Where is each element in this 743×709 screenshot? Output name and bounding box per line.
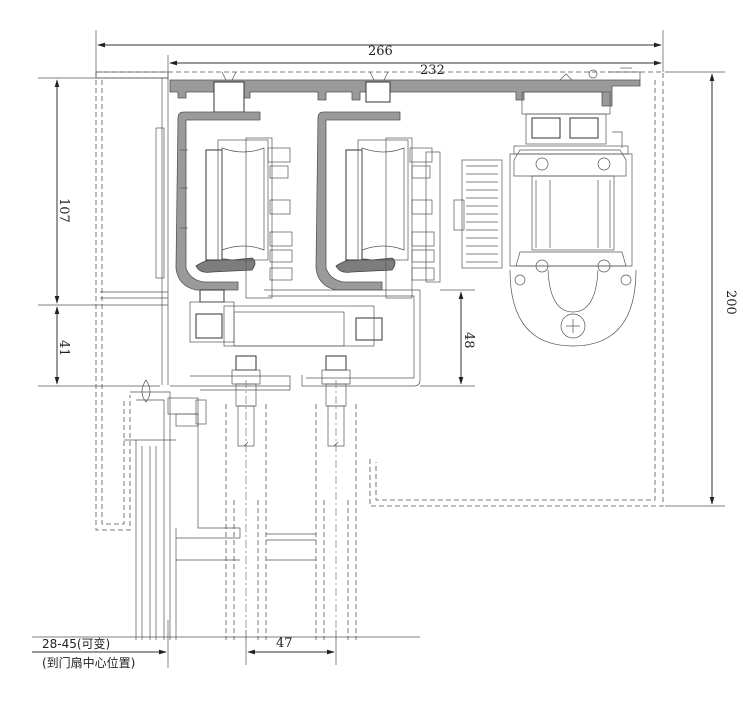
- door-leaves: [225, 380, 357, 640]
- dim-overall-width: 266: [368, 44, 393, 59]
- belt-pulley: [453, 159, 503, 269]
- dim-mid-height: 41: [56, 340, 71, 357]
- dim-total-height: 200: [723, 290, 738, 315]
- dim-carriage-drop: 48: [461, 332, 476, 349]
- top-rail-profile: [169, 67, 641, 113]
- motor-assembly: [509, 91, 637, 347]
- dim-profile-width: 232: [420, 63, 445, 78]
- dim-track-spacing: 47: [276, 636, 293, 651]
- left-fixed-frame: [124, 379, 241, 640]
- housing-outline: [95, 71, 664, 531]
- right-carriage: [315, 111, 441, 341]
- dim-upper-height: 107: [56, 198, 71, 223]
- left-carriage: [155, 111, 293, 343]
- hanger-bracket: [170, 289, 421, 407]
- offset-description-note: (到门扇中心位置): [42, 655, 135, 670]
- offset-range-note: 28-45(可变): [42, 636, 110, 651]
